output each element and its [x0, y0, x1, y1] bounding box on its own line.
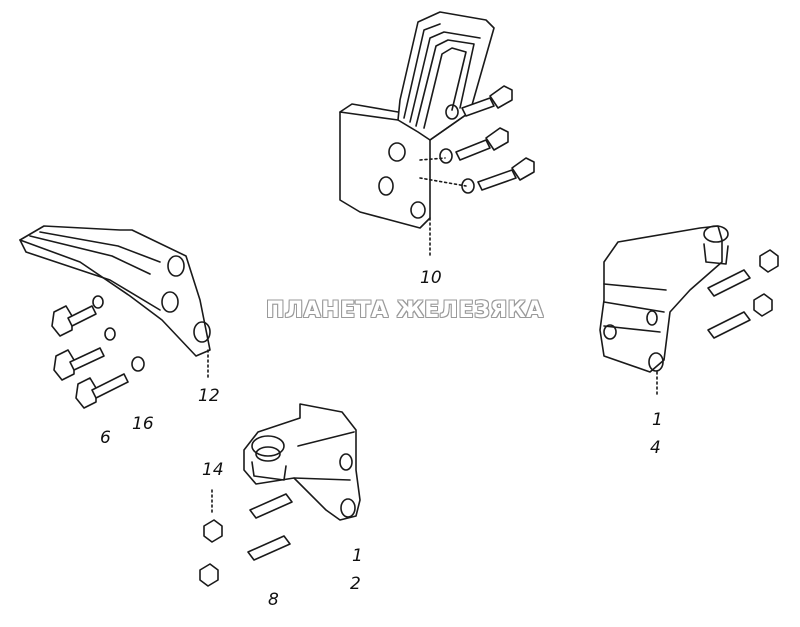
top-bracket [339, 11, 495, 256]
callout-bottom-nut: 14 [202, 460, 224, 480]
callout-left-washer: 16 [132, 414, 154, 434]
bottom-bracket [243, 403, 361, 521]
callout-bottom-pin: 8 [268, 590, 279, 610]
right-bracket-pins [707, 249, 779, 339]
callout-left-bracket: 12 [198, 386, 220, 406]
callout-left-bolt: 6 [100, 428, 111, 448]
bottom-bracket-pins [199, 489, 293, 587]
callout-top-bracket: 10 [420, 268, 442, 288]
top-bracket-bolts [419, 85, 535, 194]
callout-bottom-part-a: 1 [352, 546, 363, 566]
callout-bottom-part-b: 2 [350, 574, 361, 594]
left-bracket-bolts [51, 295, 145, 409]
callout-right-part-b: 4 [650, 438, 661, 458]
callout-right-part-a: 1 [652, 410, 663, 430]
left-bracket [19, 225, 211, 381]
watermark: ПЛАНЕТА ЖЕЛЕЗЯКА [266, 298, 544, 323]
right-bracket [599, 225, 729, 395]
